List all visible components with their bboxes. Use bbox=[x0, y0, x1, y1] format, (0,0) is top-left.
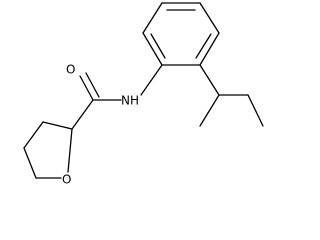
benzene-double-bond bbox=[195, 33, 212, 59]
molecule-diagram: O NH O bbox=[23, 2, 264, 187]
benzene-double-bond bbox=[150, 33, 166, 59]
thf-bond bbox=[23, 121, 44, 149]
alkyl-bond bbox=[199, 94, 220, 127]
aryl-nitrogen-bond bbox=[140, 64, 163, 96]
benzene-bond bbox=[199, 2, 220, 34]
benzene-bond bbox=[142, 32, 163, 66]
thf-bond bbox=[67, 128, 73, 173]
benzene-bond bbox=[199, 32, 220, 66]
ring-oxygen-label: O bbox=[62, 173, 71, 187]
benzene-bond bbox=[142, 2, 163, 34]
carbonyl-double-bond bbox=[85, 72, 100, 98]
tetrahydrofuran-ring bbox=[23, 121, 73, 179]
amide-oxygen-label: O bbox=[66, 63, 75, 77]
carbonyl-ring-bond bbox=[71, 99, 94, 130]
sec-butyl-group bbox=[199, 64, 264, 127]
alkyl-bond bbox=[199, 64, 220, 96]
amide-nitrogen-label: NH bbox=[121, 94, 139, 108]
amide-group bbox=[71, 64, 163, 130]
thf-bond bbox=[42, 121, 73, 130]
benzene-ring bbox=[142, 2, 220, 66]
carbonyl-double-bond bbox=[79, 75, 94, 101]
thf-bond bbox=[23, 147, 37, 179]
alkyl-bond bbox=[247, 94, 264, 127]
